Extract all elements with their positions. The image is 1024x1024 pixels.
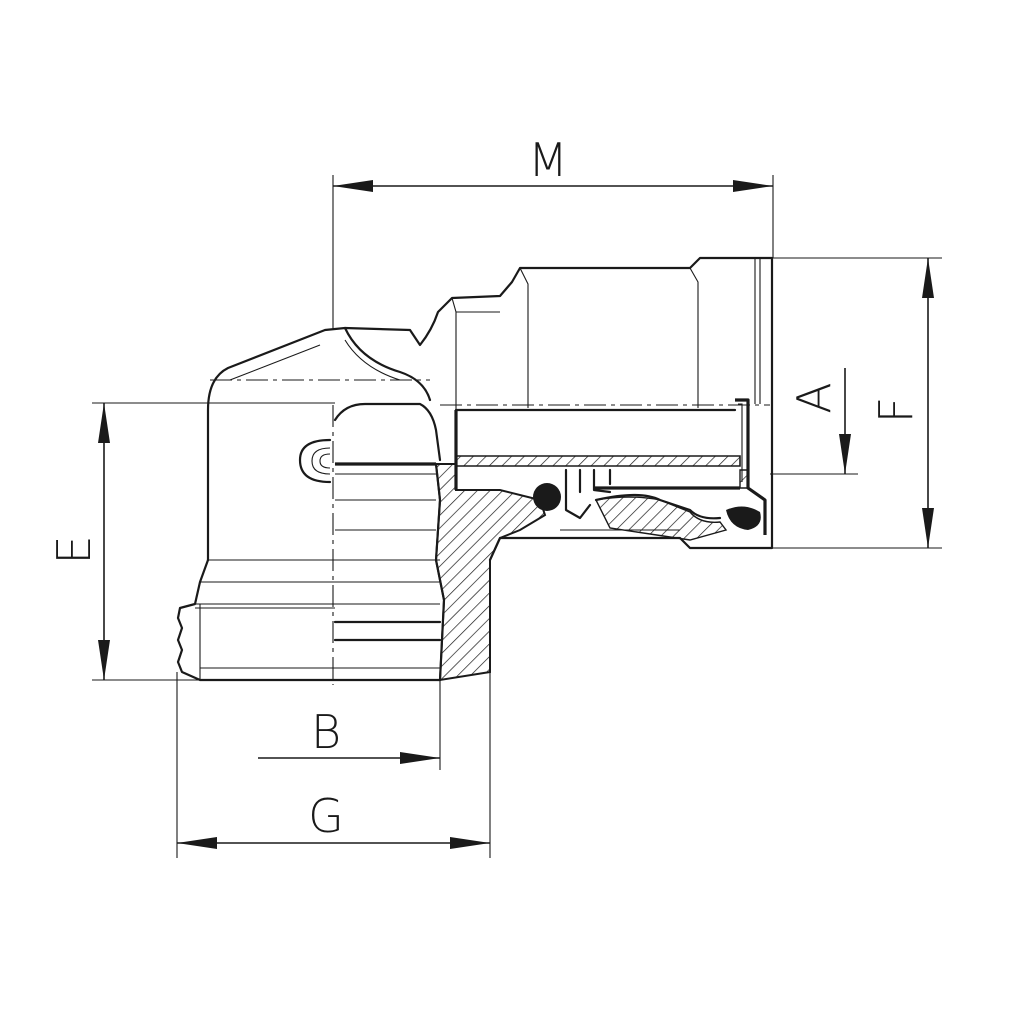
dimension-b: B (258, 680, 441, 770)
dimension-label-a: A (787, 382, 841, 413)
o-ring (533, 483, 561, 511)
fitting-body (176, 256, 774, 685)
dimension-label-f: F (869, 397, 923, 423)
dimension-label-g: G (308, 789, 344, 843)
dimension-e: E (47, 402, 335, 681)
dimension-a: A (770, 368, 858, 475)
dimension-label-b: B (311, 705, 341, 759)
dimension-label-e: E (47, 535, 101, 564)
grip-ring (726, 506, 761, 530)
dimension-label-m: M (528, 133, 568, 187)
dimension-g: G (176, 672, 491, 858)
dimension-m: M (332, 133, 774, 330)
dimension-f: F (773, 257, 942, 549)
side-bead (298, 438, 332, 484)
